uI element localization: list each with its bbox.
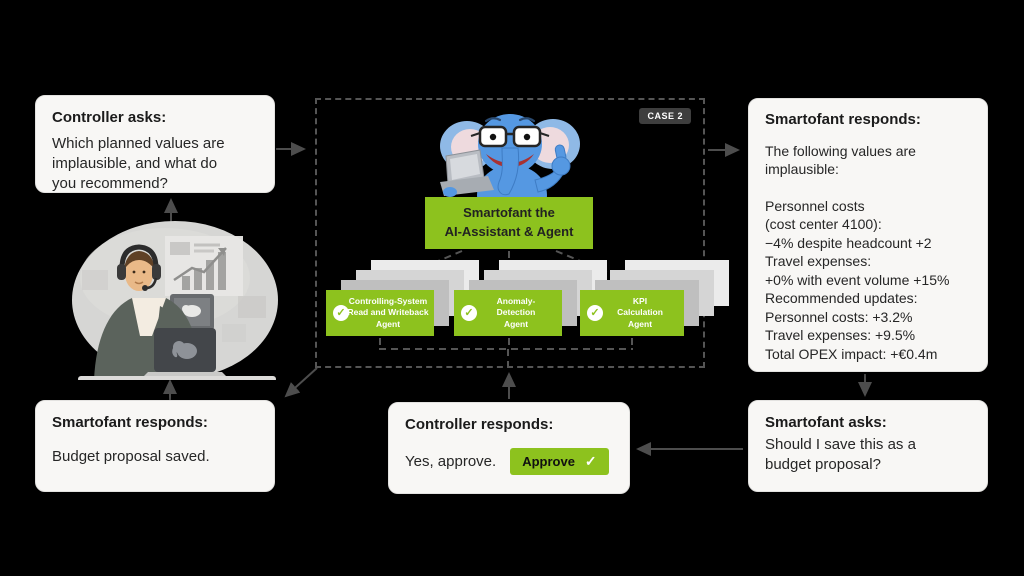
bubble-title: Controller asks:	[52, 109, 167, 126]
agent-card: ✓ KPI Calculation Agent	[580, 290, 684, 336]
agent-controlling-system: ✓ Controlling-System Read and Writeback …	[326, 260, 479, 336]
bubble-body: Should I save this as a budget proposal?	[765, 436, 916, 473]
check-icon: ✓	[333, 305, 349, 321]
agent-label: KPI Calculation Agent	[617, 296, 663, 329]
case-badge: CASE 2	[639, 108, 691, 124]
agent-label: Anomaly- Detection Agent	[496, 296, 536, 329]
bubble-body: Which planned values are implausible, an…	[52, 135, 225, 192]
arrow-case-to-saved	[284, 367, 318, 398]
agent-card: ✓ Anomaly- Detection Agent	[454, 290, 562, 336]
bubble-details: Personnel costs (cost center 4100): −4% …	[765, 197, 950, 362]
approve-button-label: Approve	[522, 454, 575, 469]
controller-asks-bubble: Controller asks: Which planned values ar…	[35, 95, 275, 193]
agent-label: Controlling-System Read and Writeback Ag…	[347, 296, 429, 329]
controller-illustration	[72, 221, 278, 380]
check-icon: ✓	[461, 305, 477, 321]
controller-responds-bubble: Controller responds: Yes, approve. Appro…	[388, 402, 630, 494]
smartofant-responds-bubble: Smartofant responds: The following value…	[748, 98, 988, 372]
bubble-title: Controller responds:	[405, 416, 554, 433]
smartofant-saved-bubble: Smartofant responds: Budget proposal sav…	[35, 400, 275, 492]
approve-button[interactable]: Approve ✓	[510, 448, 609, 475]
case-2-dashed-region: CASE 2	[315, 98, 705, 368]
agent-anomaly-detection: ✓ Anomaly- Detection Agent	[454, 260, 607, 336]
bubble-title: Smartofant responds:	[52, 414, 208, 431]
agent-kpi-calculation: ✓ KPI Calculation Agent	[580, 260, 729, 336]
bubble-title: Smartofant responds:	[765, 111, 921, 128]
bubble-title: Smartofant asks:	[765, 414, 887, 431]
agent-card: ✓ Controlling-System Read and Writeback …	[326, 290, 434, 336]
check-icon: ✓	[587, 305, 603, 321]
response-text: Yes, approve.	[405, 453, 497, 470]
smartofant-main-agent-box: Smartofant the AI-Assistant & Agent	[425, 197, 593, 249]
smartofant-asks-bubble: Smartofant asks: Should I save this as a…	[748, 400, 988, 492]
check-icon: ✓	[584, 453, 597, 469]
bubble-intro: The following values are implausible:	[765, 143, 916, 178]
bubble-body: Budget proposal saved.	[52, 448, 210, 465]
